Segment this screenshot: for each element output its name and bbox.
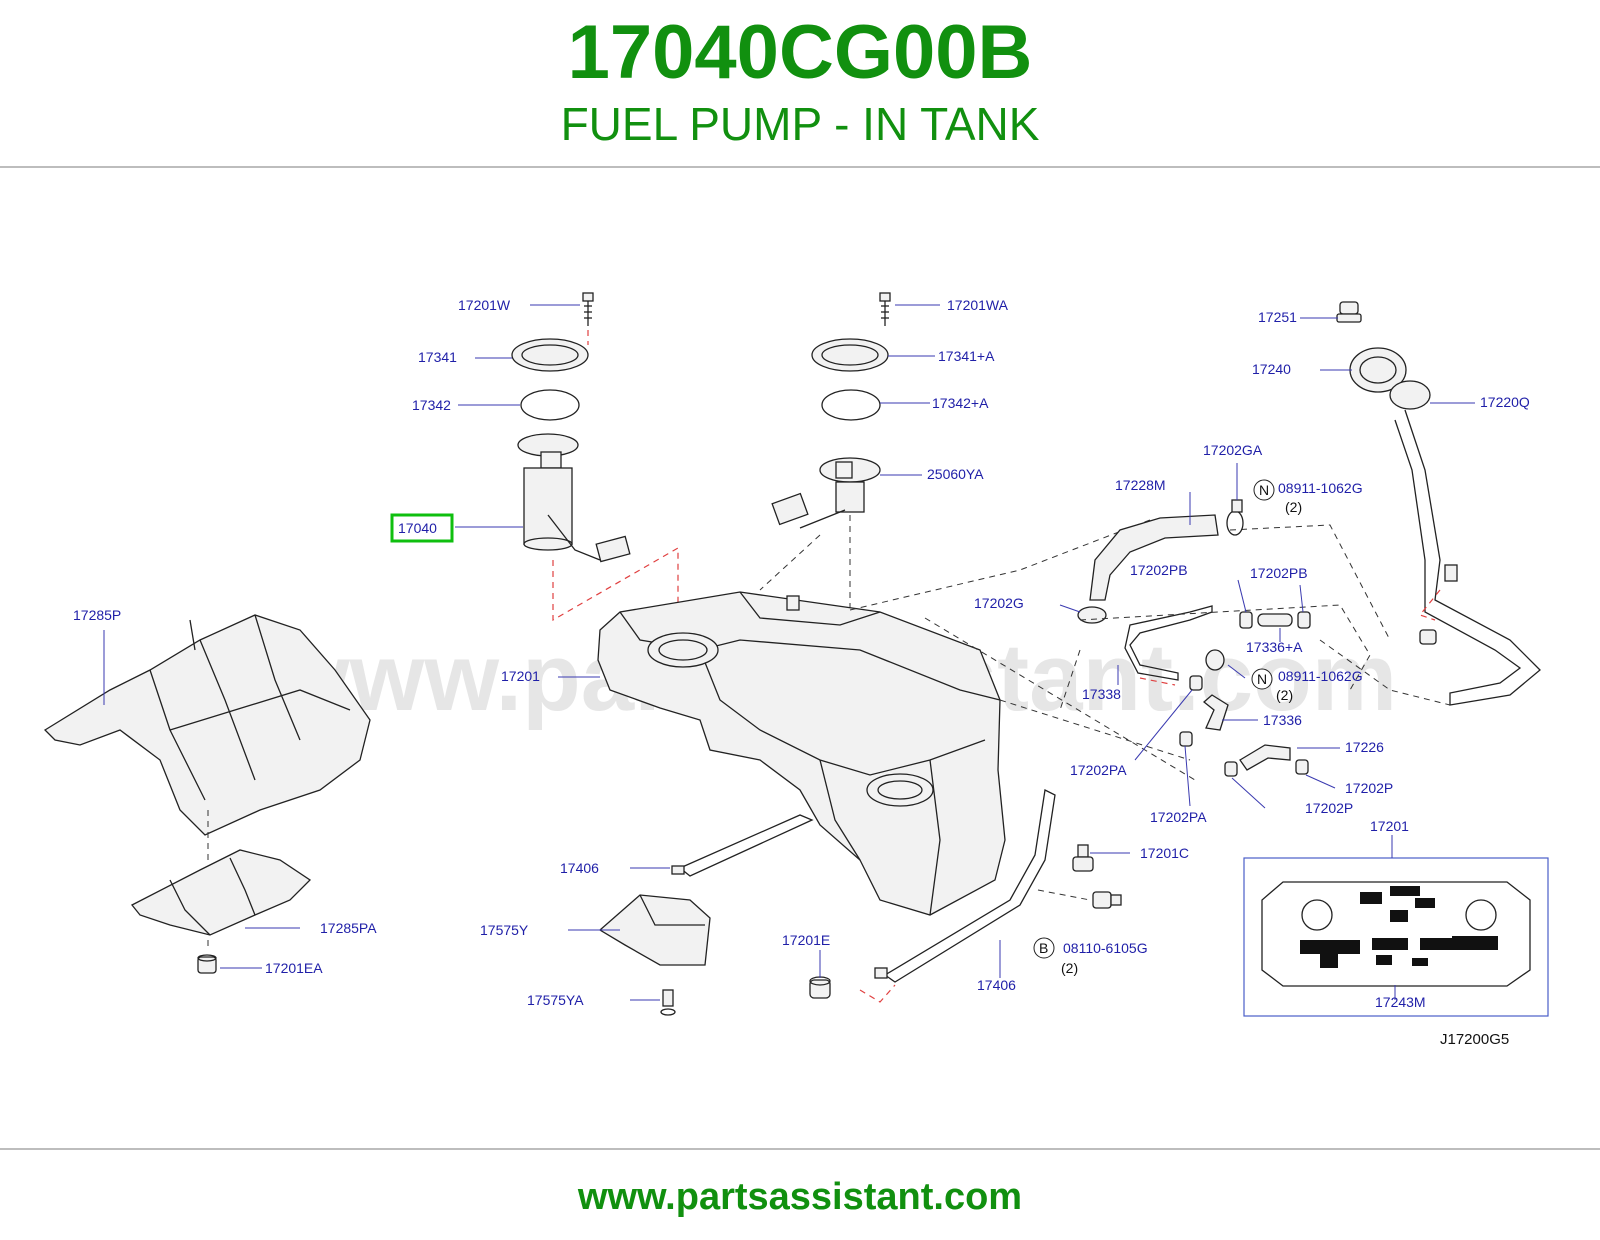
callout-08110-qty: (2)	[1061, 960, 1078, 976]
callout-17285p: 17285P	[73, 607, 121, 623]
callout-17202pa-upper: 17202PA	[1070, 762, 1127, 778]
callout-17342: 17342	[412, 397, 451, 413]
lock-ring-17341a	[811, 338, 889, 372]
callout-17202pb-left: 17202PB	[1130, 562, 1188, 578]
label-detail-box	[1243, 857, 1549, 1017]
fuel-tank-17201	[597, 591, 1006, 916]
filler-tube-17220q	[1389, 380, 1541, 706]
callout-17201: 17201	[501, 668, 540, 684]
callout-17575y: 17575Y	[480, 922, 529, 938]
symbol-n-upper: N	[1253, 479, 1275, 501]
leader-lines	[103, 304, 1475, 1001]
callout-17228m: 17228M	[1115, 477, 1166, 493]
hose-17338	[1124, 605, 1213, 681]
callout-08911-1062g-lower: 08911-1062G	[1278, 668, 1363, 684]
callout-17338: 17338	[1082, 686, 1121, 702]
callout-17226: 17226	[1345, 739, 1384, 755]
strap-17406-left	[671, 814, 814, 877]
callout-17342a: 17342+A	[932, 395, 989, 411]
clip-17202pa-upper	[1189, 675, 1203, 691]
callout-17406-left: 17406	[560, 860, 599, 876]
clips-17202pb	[1239, 611, 1311, 629]
part-name-subtitle: FUEL PUMP - IN TANK	[560, 98, 1040, 150]
callout-17575ya: 17575YA	[527, 992, 584, 1008]
bracket-17575y	[598, 894, 711, 966]
symbol-n-upper-letter: N	[1259, 482, 1269, 498]
lock-ring-17341	[511, 338, 589, 372]
bolt-17201c	[1072, 844, 1094, 872]
callout-17336a: 17336+A	[1246, 639, 1303, 655]
clip-17575ya	[660, 989, 676, 1016]
under-cover-17285pa	[130, 849, 312, 936]
strap-17406-right	[874, 789, 1056, 983]
warning-label-17243m	[1261, 881, 1531, 987]
callout-08110-6105g: 08110-6105G	[1063, 940, 1148, 956]
callout-17341a: 17341+A	[938, 348, 995, 364]
callout-17202pb-right: 17202PB	[1250, 565, 1308, 581]
callout-17251: 17251	[1258, 309, 1297, 325]
callout-17202pa-lower: 17202PA	[1150, 809, 1207, 825]
symbol-n-lower-letter: N	[1257, 671, 1267, 687]
callout-17202ga: 17202GA	[1203, 442, 1263, 458]
nut-filler	[1419, 629, 1437, 645]
clip-17202pa-lower	[1179, 731, 1193, 747]
fuel-pump-module-17040	[517, 433, 631, 563]
part-number-title: 17040CG00B	[567, 10, 1033, 95]
callout-17240: 17240	[1252, 361, 1291, 377]
callout-17202g: 17202G	[974, 595, 1024, 611]
bolt-17201w	[582, 292, 594, 326]
bolt-17201wa	[879, 292, 891, 326]
page-header: 17040CG00B FUEL PUMP - IN TANK	[0, 0, 1600, 168]
callout-17220q: 17220Q	[1480, 394, 1530, 410]
filler-housing-17240	[1349, 347, 1407, 393]
o-ring-17342a	[821, 389, 881, 421]
callout-17406-right: 17406	[977, 977, 1016, 993]
hose-17336	[1202, 694, 1229, 731]
callout-labels: 17201W 17341 17342 17040 17201WA 17341+A…	[73, 297, 1530, 1048]
clip-17202g	[1077, 606, 1107, 624]
callout-17243m: 17243M	[1375, 994, 1426, 1010]
callout-17201-label-box: 17201	[1370, 818, 1409, 834]
header-divider	[0, 166, 1600, 168]
symbol-b-letter: B	[1039, 940, 1048, 956]
footer-divider	[0, 1148, 1600, 1150]
callout-17040: 17040	[398, 520, 437, 536]
callout-17202p-right: 17202P	[1345, 780, 1393, 796]
callout-17201ea: 17201EA	[265, 960, 323, 976]
grommet	[1205, 649, 1225, 671]
symbol-n-lower: N	[1251, 668, 1273, 690]
hose-17226	[1239, 744, 1291, 771]
target-part-highlight[interactable]	[390, 513, 454, 543]
callout-17202p-left: 17202P	[1305, 800, 1353, 816]
callout-17341: 17341	[418, 349, 457, 365]
nut-17201ea	[197, 954, 217, 974]
callout-08911-1062g-upper: 08911-1062G	[1278, 480, 1363, 496]
callout-25060ya: 25060YA	[927, 466, 984, 482]
footer-website-link[interactable]: www.partsassistant.com	[577, 1176, 1023, 1218]
nut-17201e	[809, 976, 831, 999]
callout-17285pa: 17285PA	[320, 920, 377, 936]
symbol-b: B	[1033, 937, 1055, 959]
callout-17201e: 17201E	[782, 932, 830, 948]
diagram-code: J17200G5	[1440, 1031, 1509, 1048]
callout-08911-lower-qty: (2)	[1276, 687, 1293, 703]
fuel-cap-17251	[1336, 301, 1362, 323]
callout-08911-upper-qty: (2)	[1285, 499, 1302, 515]
callout-17201c: 17201C	[1140, 845, 1189, 861]
clips-17202p	[1224, 759, 1309, 777]
callout-17201w: 17201W	[458, 297, 511, 313]
fuel-level-sender-25060ya	[771, 457, 881, 529]
hose-17228m	[1089, 514, 1219, 601]
bolt-08110-6105g	[1092, 891, 1122, 909]
callout-17201wa: 17201WA	[947, 297, 1009, 313]
o-ring-17342	[520, 389, 580, 421]
hose-17336a	[1257, 613, 1293, 627]
heat-shield-17285p	[43, 614, 371, 836]
callout-17336: 17336	[1263, 712, 1302, 728]
